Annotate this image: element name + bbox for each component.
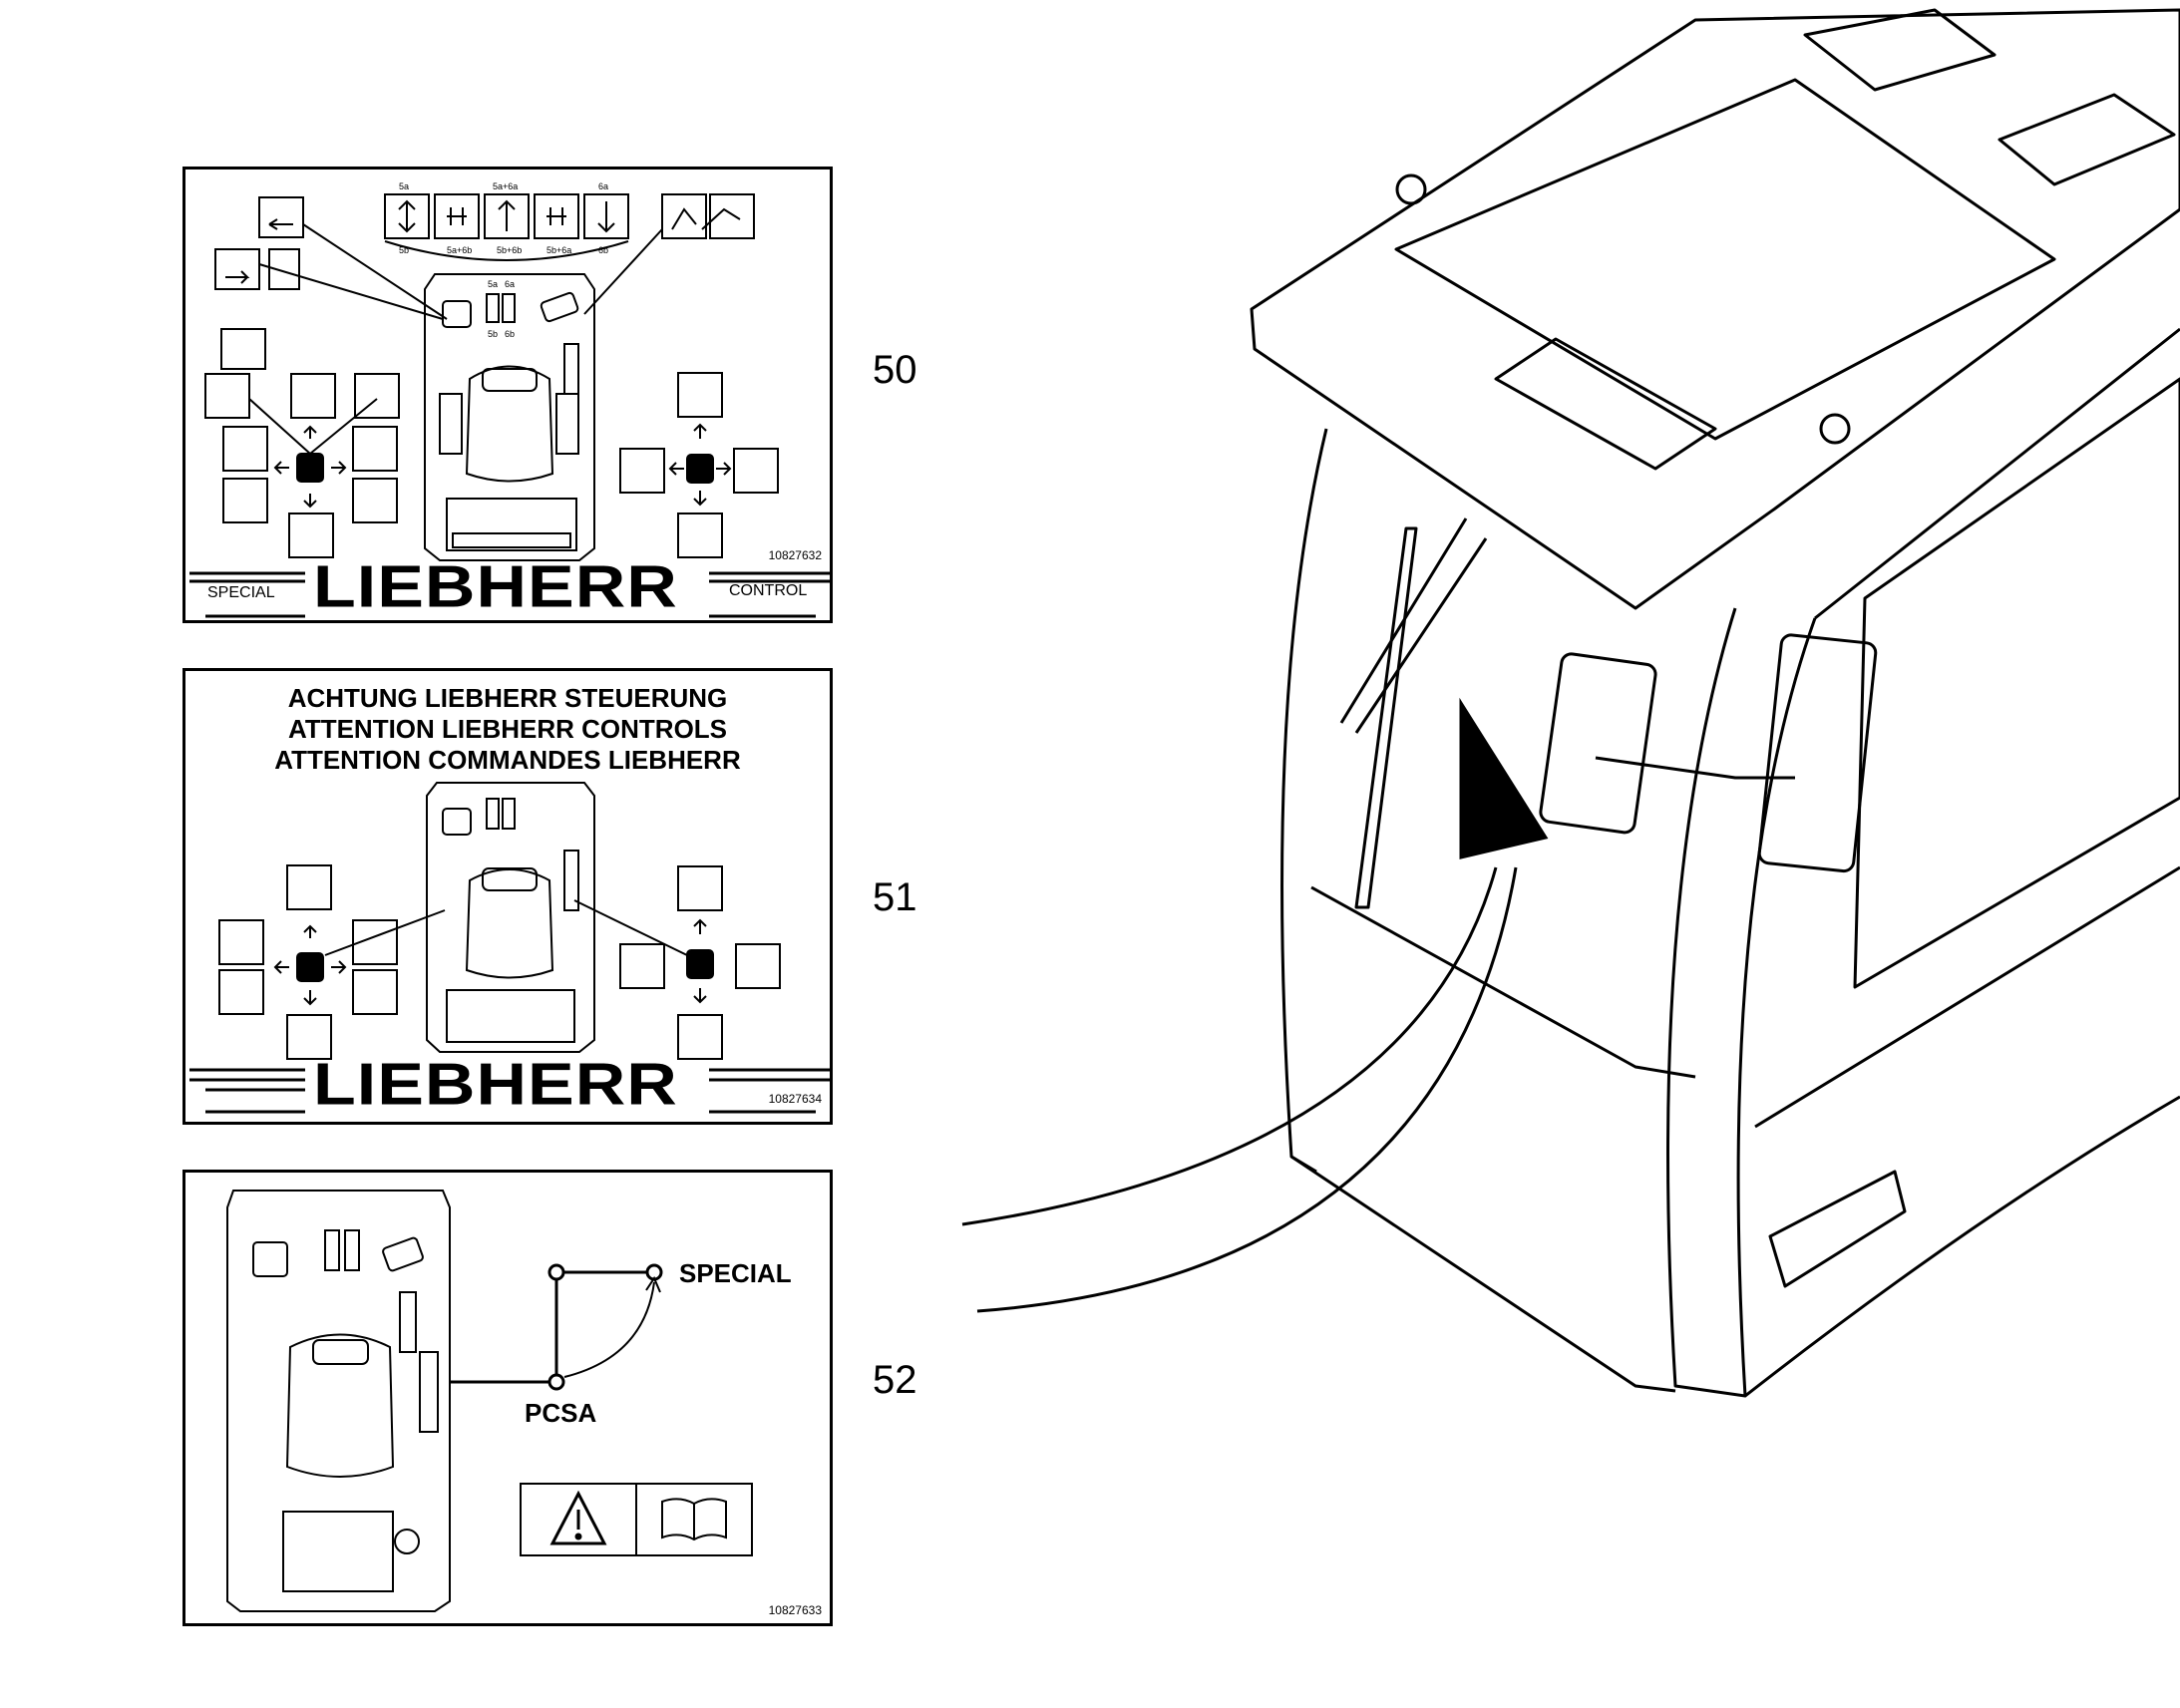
cab-topview — [424, 273, 595, 561]
pedal-label-5a6b: 5a+6b — [447, 245, 472, 255]
decal-51-artwork — [189, 782, 832, 1114]
attachment-icons — [583, 193, 755, 315]
mirror-bracket — [1595, 756, 1795, 780]
left-joystick-cluster — [204, 373, 400, 558]
callout-52: 52 — [873, 1358, 917, 1402]
front-right-pillar — [1666, 607, 1817, 1398]
pedal-icon-row — [384, 193, 629, 261]
front-left-pillar — [1280, 428, 1328, 1174]
heading-fr: ATTENTION COMMANDES LIEBHERR — [274, 745, 741, 775]
roof-lamp — [1494, 337, 1717, 471]
open-book-icon — [661, 1498, 727, 1541]
pedal-label-6b: 6b — [598, 245, 608, 255]
windshield-divider — [1310, 885, 1696, 1079]
decal-special-control: 5a 6a 5b 6b 5a 5a+6a 6a 5b 5a+6b 5b+6b 5… — [182, 167, 833, 623]
right-joystick-cluster — [573, 865, 781, 1060]
decal-attention-controls: ACHTUNG LIEBHERR STEUERUNG ATTENTION LIE… — [182, 668, 833, 1125]
wiper-arm — [1339, 517, 1488, 734]
door-handle — [1768, 1170, 1907, 1288]
notice-pictograms — [520, 1483, 753, 1556]
mirror-left — [1539, 652, 1657, 835]
decal-code: 10827632 — [768, 548, 822, 562]
roof-vent — [1998, 93, 2176, 186]
brand-banner — [189, 571, 832, 618]
side-panel — [1744, 327, 2180, 1398]
heading-en: ATTENTION LIEBHERR CONTROLS — [287, 714, 728, 744]
lifting-eye-left — [1395, 173, 1427, 205]
decal-pcsa-switch: SPECIAL PCSA 10827633 — [182, 1170, 833, 1626]
pedal-label-5a6a: 5a+6a — [493, 181, 518, 191]
switch-label-pcsa: PCSA — [525, 1398, 597, 1428]
right-joystick-cluster — [619, 372, 779, 558]
brand-banner — [189, 1068, 832, 1114]
pedal-label-5b: 5b — [399, 245, 409, 255]
heading-de: ACHTUNG LIEBHERR STEUERUNG — [287, 683, 728, 713]
decal-52-artwork — [226, 1190, 753, 1612]
cab-pedal-label-5b: 5b — [488, 329, 498, 339]
cab-pedal-label-5a: 5a — [488, 279, 498, 289]
switch-diagram — [450, 1263, 663, 1391]
roof-outline — [1250, 8, 2180, 610]
cab-base-edge — [1290, 1155, 1676, 1393]
callout-50: 50 — [873, 348, 917, 392]
pedal-label-5b6b: 5b+6b — [497, 245, 522, 255]
pedal-label-5b6a: 5b+6a — [546, 245, 571, 255]
roof-window — [1394, 78, 2056, 441]
liebherr-logo: LIEBHERR — [313, 552, 678, 620]
cylinder-icons — [214, 196, 448, 370]
pedal-label-5a: 5a — [399, 181, 409, 191]
side-window — [1853, 377, 2180, 989]
switch-label-special: SPECIAL — [679, 1258, 792, 1288]
callout-51: 51 — [873, 875, 917, 919]
mirror-right — [1757, 633, 1878, 873]
decal-code: 10827633 — [768, 1603, 822, 1617]
location-arrow — [961, 697, 1549, 1313]
cab-pedal-label-6a: 6a — [505, 279, 515, 289]
cab-pedal-label-6b: 6b — [505, 329, 515, 339]
wiper-blade — [1354, 526, 1418, 909]
cab-topview — [426, 782, 595, 1053]
cab-topview — [226, 1190, 451, 1612]
banner-right-label: CONTROL — [729, 582, 808, 599]
decal-50-artwork: 5a 6a 5b 6b 5a 5a+6a 6a 5b 5a+6b 5b+6b 5… — [189, 181, 832, 618]
pedal-label-6a: 6a — [598, 181, 608, 191]
decal-code: 10827634 — [768, 1092, 822, 1106]
banner-left-label: SPECIAL — [207, 584, 275, 601]
warning-triangle-icon — [549, 1490, 607, 1545]
roof-hatch — [1803, 8, 1997, 92]
left-joystick-cluster — [218, 864, 446, 1060]
liebherr-logo: LIEBHERR — [313, 1050, 678, 1118]
lifting-eye-right — [1819, 413, 1851, 445]
